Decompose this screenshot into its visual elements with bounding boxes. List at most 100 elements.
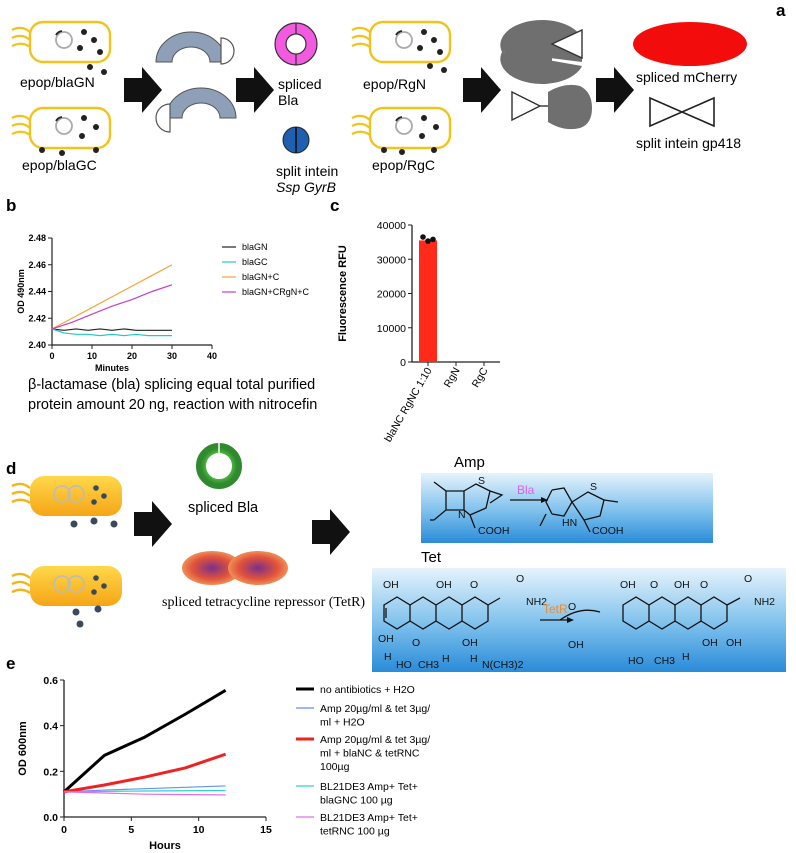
series-line-0 <box>62 688 227 793</box>
legend-label: BL21DE3 Amp+ Tet+ <box>320 781 418 793</box>
y-tick-label: 0.2 <box>43 766 58 778</box>
tet-o-6: O <box>744 573 752 585</box>
x-tick-label: 10 <box>87 351 97 361</box>
split-intein-label-1: split intein <box>276 163 338 179</box>
bar-blaNC RgNC 1:10 <box>419 240 437 362</box>
panel-b-letter: b <box>6 196 16 215</box>
amp-n-1: N <box>458 509 466 521</box>
y-tick-label: 0.0 <box>43 812 58 824</box>
tet-h-2: H <box>442 653 450 665</box>
legend-label: blaGN <box>242 242 268 252</box>
tet-oh-5: OH <box>620 579 636 591</box>
split-intein-label-2: Ssp GyrB <box>276 179 336 195</box>
tetr-arrow-label: TetR <box>543 602 568 616</box>
tet-o-7: O <box>568 601 576 613</box>
amp-hn-2: HN <box>562 517 577 529</box>
x-axis-label: Hours <box>149 840 181 852</box>
series-line-blaGN <box>51 328 172 331</box>
y-tick-label: 40000 <box>377 220 406 232</box>
legend-label: blaGNC 100 µg <box>320 795 393 807</box>
amp-title: Amp <box>454 454 485 471</box>
x-tick-label: 0 <box>61 824 67 836</box>
ecoli-cell-bottom <box>11 566 122 628</box>
spliced-bla-label: spliced Bla <box>188 500 259 516</box>
legend-label: 100µg <box>320 761 350 773</box>
split-intein-ssp-icon <box>282 126 310 154</box>
y-tick-label: 2.46 <box>28 260 46 270</box>
data-point <box>420 234 426 240</box>
x-tick-label: RgC <box>470 365 491 390</box>
amp-cooh-2: COOH <box>592 525 624 537</box>
series-line-blaGC <box>51 328 172 337</box>
y-axis-label: Fluorescence RFU <box>337 245 349 342</box>
tet-ho-2: HO <box>628 655 644 667</box>
panel-b-caption-2: protein amount 20 ng, reaction with nitr… <box>28 397 317 413</box>
tet-h-4: H <box>682 651 690 663</box>
y-tick-label: 2.40 <box>28 340 46 350</box>
legend-label: ml + H2O <box>320 717 365 729</box>
tet-o-4: O <box>650 579 658 591</box>
tet-h-3: H <box>470 653 478 665</box>
cell-label-rgn: epop/RgN <box>363 76 426 92</box>
data-point <box>425 238 431 244</box>
panel-e-letter: e <box>6 654 15 673</box>
series-line-1 <box>63 785 226 793</box>
cell-rgn <box>351 20 452 73</box>
legend-label: tetRNC 100 µg <box>320 826 390 838</box>
spliced-mcherry-label: spliced mCherry <box>636 69 737 85</box>
tet-o-3: O <box>516 573 524 585</box>
tet-oh-2: OH <box>378 633 394 645</box>
tet-title: Tet <box>421 549 442 566</box>
tet-ho-1: HO <box>396 659 412 671</box>
spliced-mcherry-ellipse <box>633 22 747 66</box>
legend-label: Amp 20µg/ml & tet 3µg/ <box>320 734 430 746</box>
arrow-right-icon <box>124 67 162 113</box>
legend-label: ml + blaNC & tetRNC <box>320 748 420 760</box>
x-tick-label: 30 <box>167 351 177 361</box>
series-line-2 <box>63 752 227 794</box>
split-mcherry-halves-icon <box>500 20 592 130</box>
amp-s-1: S <box>478 475 485 487</box>
tet-o-5: O <box>700 579 708 591</box>
x-tick-label: 15 <box>260 824 272 836</box>
cell-label-rgc: epop/RgC <box>372 157 435 173</box>
legend-label: no antibiotics + H2O <box>320 684 415 696</box>
y-tick-label: 30000 <box>377 254 406 266</box>
tet-ch3-2: CH3 <box>654 655 675 667</box>
y-tick-label: 20000 <box>377 289 406 301</box>
y-tick-label: 0.4 <box>43 721 58 733</box>
series-line-blaGN+C <box>51 264 173 330</box>
data-point <box>430 236 436 243</box>
split-bla-halves-icon <box>155 31 237 133</box>
panel-a-letter: a <box>776 1 786 20</box>
series-line-4 <box>63 791 226 796</box>
y-tick-label: 2.48 <box>28 233 46 243</box>
panel-d-letter: d <box>6 459 16 478</box>
ampicillin-structure <box>430 481 619 533</box>
legend-label: blaGN+C <box>242 272 280 282</box>
series-line-blaGN+CRgN+C <box>51 284 173 330</box>
panel-c-letter: c <box>330 196 339 215</box>
y-tick-label: 10000 <box>377 323 406 335</box>
tetr-reaction-arrowhead <box>567 617 574 623</box>
x-tick-label: 40 <box>207 351 217 361</box>
x-tick-label: 10 <box>193 824 205 836</box>
cell-label-blagn: epop/blaGN <box>20 74 95 90</box>
tet-oh-9: OH <box>726 637 742 649</box>
tetracycline-structure <box>383 596 741 630</box>
x-tick-label: 5 <box>128 824 134 836</box>
y-tick-label: 2.44 <box>28 287 46 297</box>
tet-nh2-2: NH2 <box>754 596 775 608</box>
spliced-tetr-icon <box>182 551 288 585</box>
spliced-tetr-label: spliced tetracycline repressor (TetR) <box>162 595 365 610</box>
spliced-bla-green-ring-icon <box>196 443 242 489</box>
x-axis-label: Minutes <box>95 363 129 373</box>
x-tick-label: blaNC RgNC 1:10 <box>382 365 434 444</box>
amp-cooh-1: COOH <box>478 525 510 537</box>
tet-oh-3: OH <box>436 579 452 591</box>
tet-ch3-1: CH3 <box>418 659 439 671</box>
x-tick-label: 0 <box>49 351 54 361</box>
